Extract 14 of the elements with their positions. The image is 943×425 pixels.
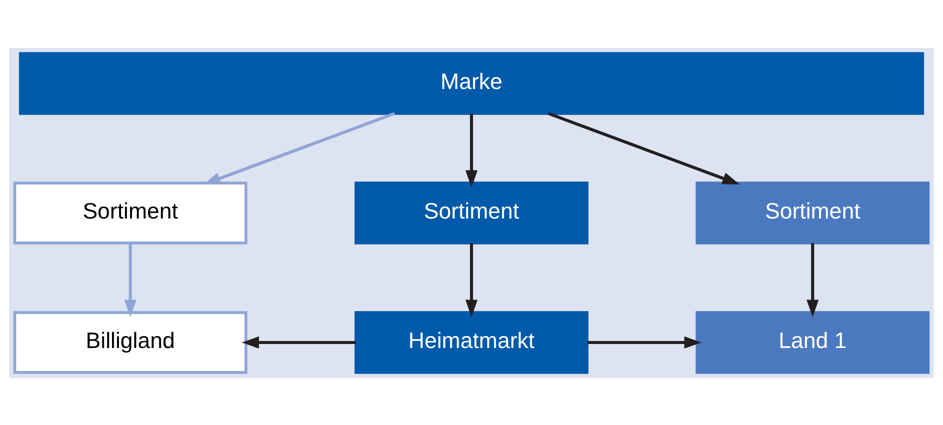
node-box: Sortiment — [696, 181, 930, 244]
arrow — [587, 336, 702, 348]
arrow — [242, 336, 356, 348]
node-box: Sortiment — [13, 181, 248, 244]
node-box: Marke — [18, 52, 924, 114]
arrow — [806, 242, 819, 317]
arrow — [548, 112, 740, 184]
node-box: Sortiment — [354, 181, 588, 244]
arrow — [465, 242, 478, 317]
node-box: Heimatmarkt — [354, 310, 588, 374]
arrow — [124, 242, 136, 317]
node-box: Billigland — [13, 310, 248, 374]
arrow — [465, 113, 478, 188]
node-box: Land 1 — [696, 310, 930, 374]
